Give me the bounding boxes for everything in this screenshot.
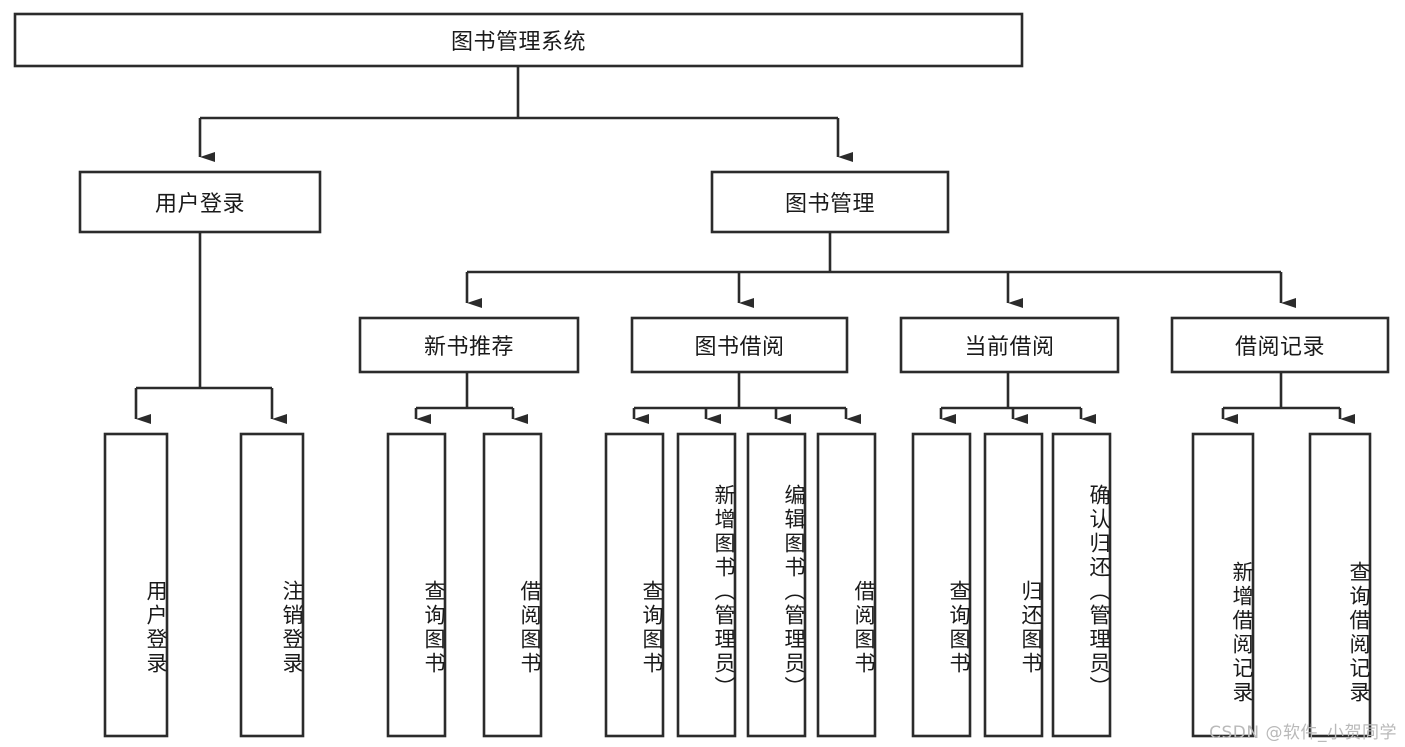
connector-group-root-to-level2 [198,66,853,162]
node-box-level3-3[interactable] [1170,316,1390,374]
node-box-leaf-8[interactable] [911,432,972,738]
node-box-leaf-10[interactable] [1051,432,1112,738]
connector-group-book-borrow-leaves [632,372,861,424]
node-box-level3-0[interactable] [358,316,580,374]
node-box-level2-1[interactable] [710,170,950,234]
csdn-watermark: CSDN @软件_小贺同学 [1209,723,1397,743]
node-box-leaf-0[interactable] [103,432,169,738]
connector-group-current-borrow-leaves [939,372,1096,424]
node-box-root[interactable] [13,12,1024,68]
node-box-leaf-3[interactable] [482,432,543,738]
node-box-leaf-2[interactable] [386,432,447,738]
connector-group-new-book-leaves [414,372,528,424]
node-box-leaf-12[interactable] [1308,432,1372,738]
node-box-leaf-7[interactable] [816,432,877,738]
level3-node-rects [358,316,1390,374]
node-box-leaf-1[interactable] [239,432,305,738]
node-box-level2-0[interactable] [78,170,322,234]
node-box-leaf-5[interactable] [676,432,737,738]
node-box-level3-1[interactable] [630,316,849,374]
node-box-level3-2[interactable] [899,316,1120,374]
leaf-node-rects [103,432,1372,738]
level2-node-rects [78,170,950,234]
root-node-rects [13,12,1024,68]
node-box-leaf-4[interactable] [604,432,665,738]
connector-group-user-login-leaves [134,232,287,424]
node-box-leaf-9[interactable] [983,432,1044,738]
connector-group-level2-to-level3 [465,232,1296,308]
node-box-leaf-11[interactable] [1191,432,1255,738]
connector-group-borrow-record-leaves [1221,372,1355,424]
node-box-leaf-6[interactable] [746,432,807,738]
